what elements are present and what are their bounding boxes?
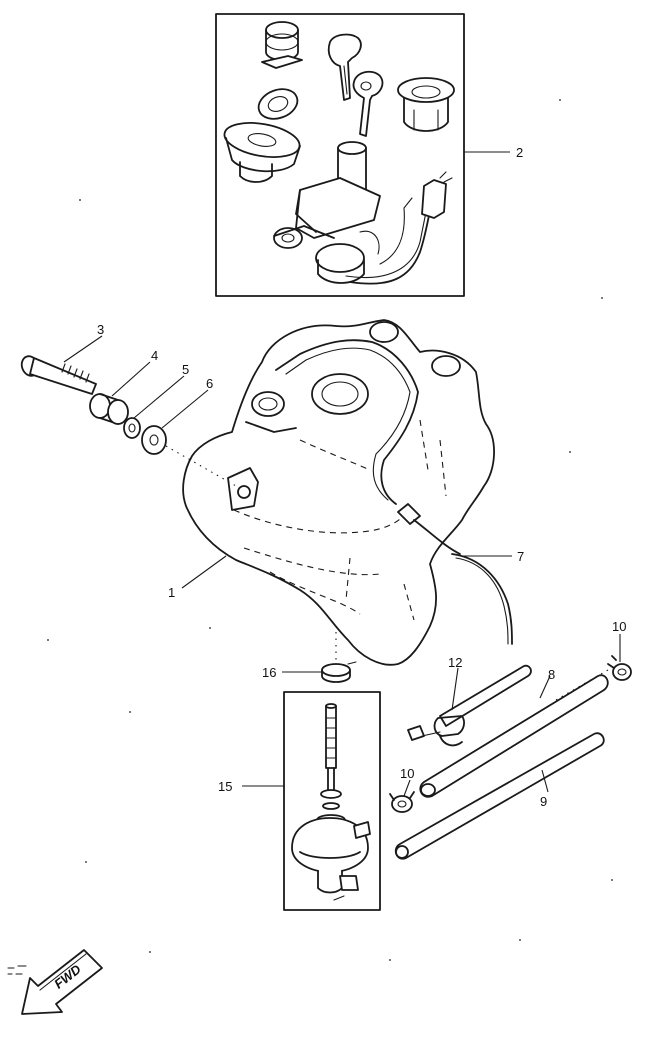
- hose-clamp-10-upper: [607, 655, 632, 681]
- leader-lines: [63, 151, 621, 797]
- callout-12: 12: [448, 655, 462, 670]
- fuel-cap: [223, 88, 301, 183]
- callout-6: 6: [206, 376, 213, 391]
- hose-clamp-16: [321, 661, 357, 683]
- bolt-axis-line: [165, 445, 237, 487]
- damper-washer: [123, 417, 141, 439]
- scan-noise: [47, 99, 613, 961]
- seat-lock-cylinder: [261, 21, 303, 69]
- key-left: [327, 33, 362, 101]
- fuel-hose-9: [394, 732, 605, 860]
- callout-16: 16: [262, 665, 276, 680]
- hose-clip-12: [407, 664, 532, 747]
- fuel-tank: [182, 319, 495, 666]
- filler-neck: [311, 373, 369, 415]
- key-right: [352, 70, 384, 137]
- switch-wires: [345, 171, 453, 285]
- forward-direction-arrow: FWD: [7, 949, 103, 1015]
- callout-10-upper: 10: [612, 619, 626, 634]
- callout-5: 5: [182, 362, 189, 377]
- callout-15: 15: [218, 779, 232, 794]
- callout-4: 4: [151, 348, 158, 363]
- callout-1: 1: [168, 585, 175, 600]
- callout-2: 2: [516, 145, 523, 160]
- fuel-cock-inset: [283, 691, 381, 911]
- callout-7: 7: [517, 549, 524, 564]
- fuel-cock-frame: [283, 691, 381, 911]
- vent-hose: [451, 553, 513, 645]
- fuel-hose-8: [419, 674, 609, 798]
- callout-labels: 2 3 4 5 6 1 7 8 9 10 10 12 15 16: [97, 145, 626, 809]
- callout-10-lower: 10: [400, 766, 414, 781]
- callout-9: 9: [540, 794, 547, 809]
- mounting-bolt: [20, 355, 97, 395]
- hose-clamp-10-lower: [389, 791, 415, 813]
- plate-washer: [141, 425, 167, 455]
- lock-set-inset: [215, 13, 465, 297]
- lock-set-frame: [215, 13, 465, 297]
- collar: [89, 393, 129, 425]
- main-switch: [273, 141, 381, 284]
- rubber-grommet: [397, 77, 455, 132]
- fuel-cock: [291, 703, 371, 901]
- callout-8: 8: [548, 667, 555, 682]
- callout-3: 3: [97, 322, 104, 337]
